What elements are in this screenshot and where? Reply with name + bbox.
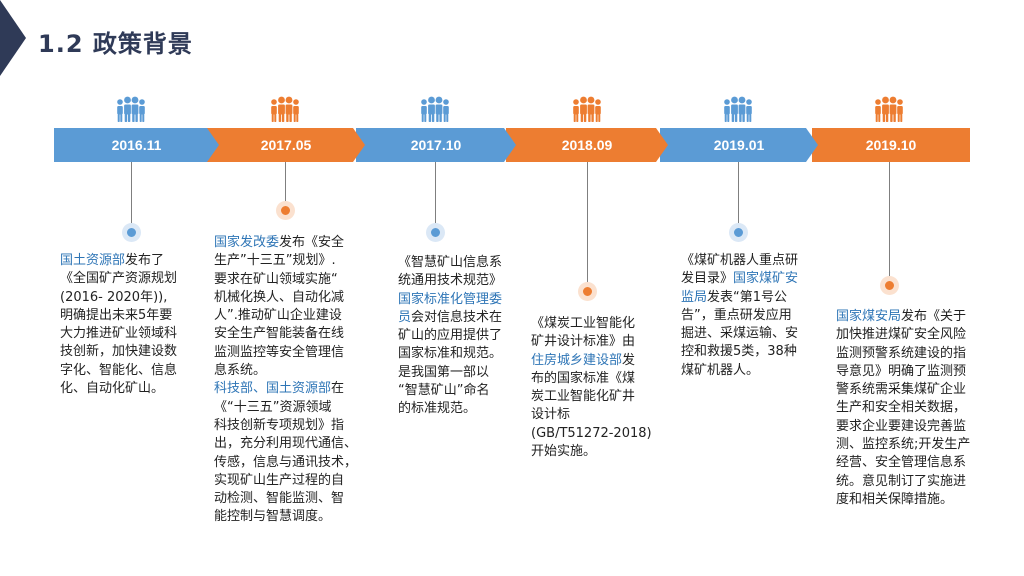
- organization-name: 科技部、国土资源部: [214, 381, 332, 397]
- description-text: 会对信息技术在 矿山的应用提供了 国家标准和规范。 是我国第一部以 “智慧矿山”…: [398, 309, 503, 417]
- timeline-connector: [889, 162, 890, 285]
- timeline-description: 国家煤安局发布《关于 加快推进煤矿安全风险 监测预警系统建设的指 导意见》明确了…: [836, 308, 970, 509]
- timeline-dot: [882, 278, 897, 293]
- timeline-connector: [738, 162, 739, 232]
- timeline-description: 《煤矿机器人重点研 发目录》国家煤矿安 监局发表“第1号公 告”，重点研发应用 …: [681, 252, 798, 380]
- organization-name: 国家标准化管理委 员: [398, 291, 503, 325]
- description-text: 发布了 《全国矿产资源规划 (2016- 2020年)), 明确提出未来5年要 …: [60, 253, 178, 397]
- timeline-date-2018-09: 2018.09: [506, 128, 668, 162]
- organization-name: 住房城乡建设部: [531, 352, 623, 368]
- people-group-icon: [116, 94, 146, 124]
- timeline-dot: [278, 203, 293, 218]
- description-text: 《煤炭工业智能化 矿井设计标准》由: [531, 316, 636, 350]
- description-text: 发布《安全 生产”十三五”规划》. 要求在矿山领域实施“ 机械化换人、自动化减 …: [214, 235, 345, 379]
- description-text: 发表“第1号公 告”，重点研发应用 掘进、采煤运输、安 控和救援5类，38种 煤…: [681, 289, 799, 378]
- timeline-date-2017-05: 2017.05: [207, 128, 365, 162]
- timeline-connector: [435, 162, 436, 232]
- organization-name: 国土资源部: [60, 253, 126, 268]
- timeline-date-2017-10: 2017.10: [356, 128, 516, 162]
- timeline-dot: [580, 284, 595, 299]
- description-text: 在 《“十三五”资源领域 科技创新专项规划》指 出，充分利用现代通信、 传感，信…: [214, 381, 358, 525]
- timeline-date-2019-10: 2019.10: [812, 128, 970, 162]
- timeline-date-2019-01: 2019.01: [660, 128, 818, 162]
- description-text: 《智慧矿山信息系 统通用技术规范》: [398, 255, 503, 289]
- corner-decoration: [0, 0, 26, 76]
- timeline-connector: [131, 162, 132, 232]
- timeline-dot: [124, 225, 139, 240]
- timeline-description: 国土资源部发布了 《全国矿产资源规划 (2016- 2020年)), 明确提出未…: [60, 252, 177, 398]
- organization-name: 国家煤矿安 监局: [681, 271, 799, 305]
- timeline-connector: [285, 162, 286, 210]
- timeline-description: 国家发改委发布《安全 生产”十三五”规划》. 要求在矿山领域实施“ 机械化换人、…: [214, 234, 357, 527]
- people-group-icon: [270, 94, 300, 124]
- people-group-icon: [874, 94, 904, 124]
- timeline-description: 《智慧矿山信息系 统通用技术规范》 国家标准化管理委 员会对信息技术在 矿山的应…: [398, 254, 502, 419]
- description-text: 发布《关于 加快推进煤矿安全风险 监测预警系统建设的指 导意见》明确了监测预 警…: [836, 309, 971, 507]
- people-group-icon: [420, 94, 450, 124]
- organization-name: 国家发改委: [214, 235, 280, 250]
- timeline-connector: [587, 162, 588, 291]
- people-group-icon: [723, 94, 753, 124]
- people-group-icon: [572, 94, 602, 124]
- timeline-description: 《煤炭工业智能化 矿井设计标准》由 住房城乡建设部发 布的国家标准《煤 炭工业智…: [531, 315, 652, 461]
- timeline-dot: [428, 225, 443, 240]
- description-text: 《煤矿机器人重点研 发目录》: [681, 253, 799, 287]
- timeline-date-2016-11: 2016.11: [54, 128, 219, 162]
- page-title: 1.2 政策背景: [38, 30, 193, 58]
- organization-name: 国家煤安局: [836, 309, 902, 324]
- description-text: 发 布的国家标准《煤 炭工业智能化矿井 设计标 (GB/T51272-2018)…: [531, 352, 652, 460]
- timeline-dot: [731, 225, 746, 240]
